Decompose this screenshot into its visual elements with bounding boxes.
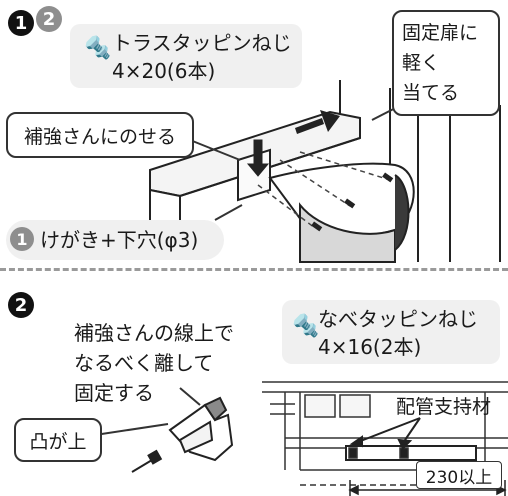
- step-2-marker-bottom: 2: [8, 292, 34, 318]
- screw-icon: 🔩: [292, 314, 320, 339]
- distance-label: 230以上: [416, 461, 502, 489]
- slide-arrow: [295, 110, 340, 134]
- screw-spec-box: [70, 24, 302, 88]
- press-line-2: 軽く: [402, 52, 441, 74]
- marking-step-marker: 1: [10, 227, 34, 251]
- pipe-support-label: 配管支持材: [396, 396, 492, 418]
- step-2-marker: 2: [36, 6, 62, 32]
- screw-name-bottom: なべタッピンねじ: [318, 307, 478, 331]
- hinge-bracket-drawing: [168, 396, 234, 462]
- cabinet-interior-drawing: [262, 381, 508, 486]
- screw-size-bottom: 4×16(2本): [318, 335, 422, 359]
- marking-label-box: [6, 220, 224, 260]
- note-line-3: 固定する: [74, 381, 154, 405]
- screw-name: トラスタッピンねじ: [112, 31, 292, 55]
- note-line-2: なるべく離して: [74, 351, 214, 375]
- screw-size: 4×20(6本): [112, 59, 216, 83]
- note-line-1: 補強さんの線上で: [74, 321, 234, 345]
- screw-icon: 🔩: [84, 36, 112, 61]
- marking-label: けがき+下穴(φ3): [40, 228, 199, 252]
- press-down-arrow: [246, 139, 270, 177]
- reinforce-callout: 補強さんにのせる: [6, 112, 194, 158]
- press-callout: 固定扉に 軽く 当てる: [392, 10, 500, 116]
- section-divider: [0, 268, 508, 271]
- step-1-marker: 1: [8, 10, 34, 36]
- convex-callout: 凸が上: [14, 418, 102, 462]
- screw-spec-box-bottom: [282, 300, 500, 364]
- press-line-3: 当てる: [402, 82, 460, 104]
- press-line-1: 固定扉に: [402, 22, 479, 44]
- screw-drawing: [131, 449, 163, 473]
